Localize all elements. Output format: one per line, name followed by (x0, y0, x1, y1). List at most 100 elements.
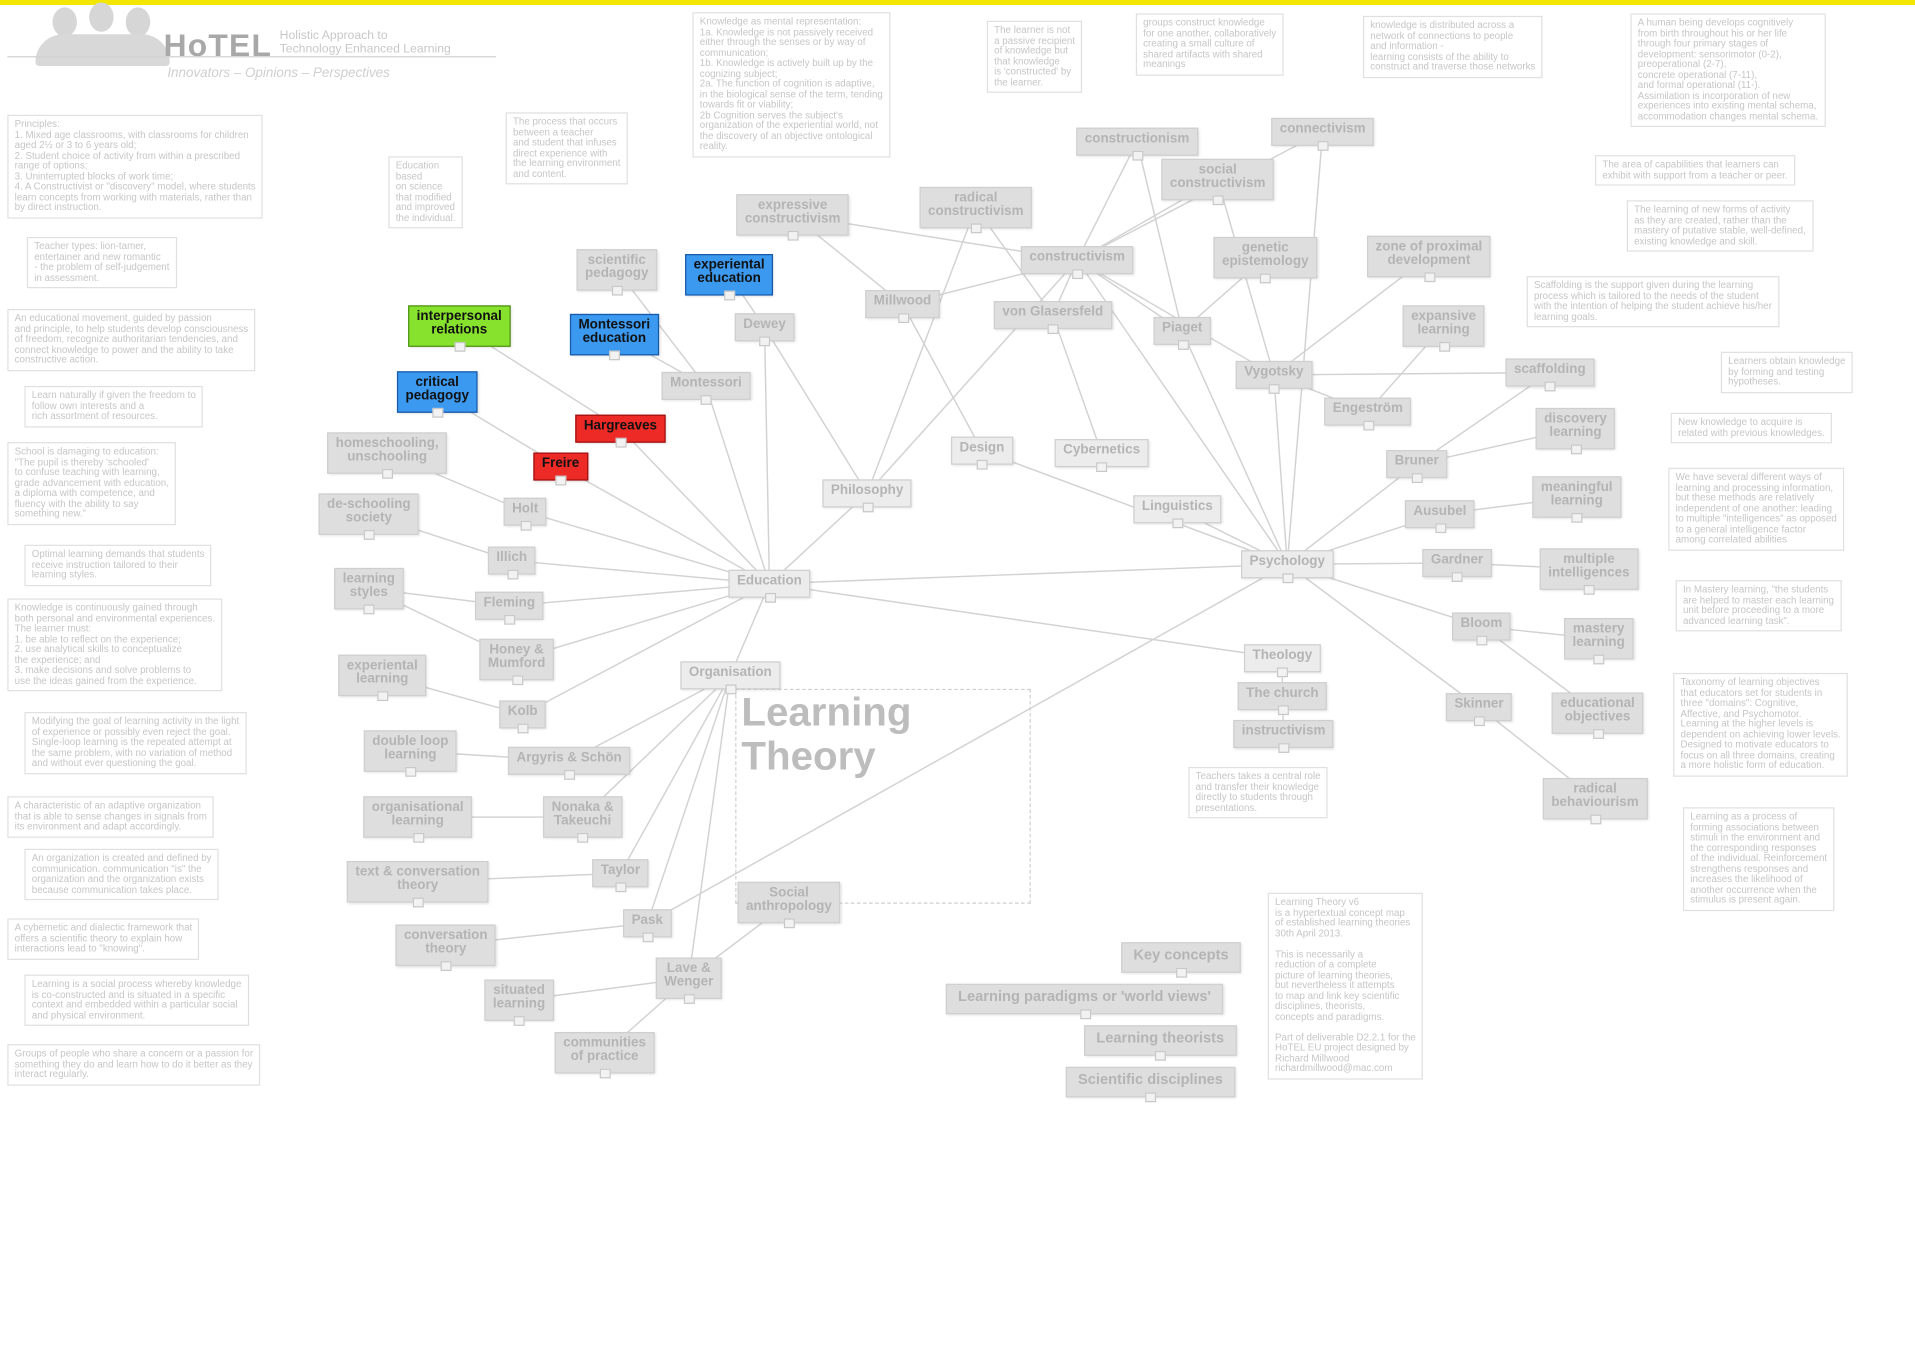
node-montessori[interactable]: Montessori (661, 371, 751, 405)
node-communities-of-practice[interactable]: communities of practice (554, 1031, 655, 1079)
link-education-illich (511, 559, 770, 585)
node-holt[interactable]: Holt (503, 497, 547, 531)
node-interpersonal-relations[interactable]: interpersonal relations (408, 305, 511, 352)
note-new-forms: The learning of new forms of activity as… (1626, 200, 1814, 252)
note-process-occurs: The process that occurs between a teache… (505, 112, 628, 185)
node-deschooling[interactable]: de-schooling society (318, 493, 420, 540)
node-radical-constructivism[interactable]: radical constructivism (919, 186, 1033, 234)
node-expansive-learning[interactable]: expansive learning (1402, 305, 1485, 352)
node-linguistics[interactable]: Linguistics (1133, 495, 1222, 529)
node-piaget[interactable]: Piaget (1153, 316, 1211, 350)
link-millwood-design (901, 303, 983, 452)
node-bruner[interactable]: Bruner (1386, 450, 1448, 484)
link-psychology-skinner (1286, 563, 1480, 708)
node-gardner[interactable]: Gardner (1422, 548, 1492, 582)
node-expressive-constructivism[interactable]: expressive constructivism (736, 194, 849, 241)
node-situated-learning[interactable]: situated learning (484, 979, 554, 1026)
node-organisation[interactable]: Organisation (680, 661, 781, 695)
note-mental-representation: Knowledge as mental representation: 1a. … (692, 12, 891, 157)
node-connectivism[interactable]: connectivism (1271, 117, 1375, 151)
node-the-church[interactable]: The church (1237, 682, 1328, 716)
note-about: Learning Theory v6 is a hypertextual con… (1267, 892, 1424, 1080)
node-experiential-education[interactable]: experiental education (685, 254, 774, 301)
node-text-conversation[interactable]: text & conversation theory (346, 861, 489, 908)
legend-item-4[interactable]: Scientific disciplines (1065, 1066, 1236, 1103)
node-bloom[interactable]: Bloom (1451, 612, 1511, 646)
legend-item-3[interactable]: Learning theorists (1084, 1025, 1237, 1061)
node-social-anthropology[interactable]: Social anthropology (737, 881, 841, 929)
note-teachers-central: Teachers takes a central role and transf… (1188, 766, 1328, 819)
node-social-constructivism[interactable]: social constructivism (1161, 158, 1274, 206)
node-honey-mumford[interactable]: Honey & Mumford (479, 638, 554, 686)
node-radical-behaviourism[interactable]: radical behaviourism (1542, 777, 1648, 825)
node-von-glasersfeld[interactable]: von Glasersfeld (993, 301, 1112, 335)
node-kolb[interactable]: Kolb (499, 700, 547, 734)
node-educational-objectives[interactable]: educational objectives (1551, 692, 1644, 739)
note-optimal-learning: Optimal learning demands that students r… (24, 544, 212, 586)
link-education-psychology (769, 563, 1288, 585)
node-theology[interactable]: Theology (1243, 644, 1321, 678)
node-hargreaves[interactable]: Hargreaves (575, 414, 666, 448)
node-constructivism[interactable]: constructivism (1020, 246, 1134, 280)
node-montessori-education[interactable]: Montessori education (569, 313, 659, 361)
link-organisation-taylor (619, 675, 731, 874)
link-philosophy-dewey (763, 326, 868, 494)
node-scaffolding[interactable]: scaffolding (1505, 358, 1595, 392)
node-constructionism[interactable]: constructionism (1076, 127, 1198, 161)
node-homeschooling[interactable]: homeschooling, unschooling (327, 432, 448, 479)
legend-item-1[interactable]: Key concepts (1121, 942, 1241, 978)
link-constructivism-constructionism (1076, 141, 1138, 261)
link-education-montessori (705, 385, 771, 585)
node-organisational-learning[interactable]: organisational learning (363, 796, 473, 843)
node-vygotsky[interactable]: Vygotsky (1235, 360, 1312, 394)
link-psychology-pask (646, 563, 1288, 924)
note-groups-construct: groups construct knowledge for one anoth… (1135, 13, 1284, 76)
node-learning-styles[interactable]: learning styles (334, 567, 404, 615)
node-nonaka-takeuchi[interactable]: Nonaka & Takeuchi (543, 796, 623, 843)
node-conversation-theory[interactable]: conversation theory (395, 924, 497, 971)
node-psychology[interactable]: Psychology (1240, 550, 1334, 584)
link-bruner-scaffolding (1416, 371, 1551, 465)
node-freire[interactable]: Freire (533, 452, 588, 486)
node-skinner[interactable]: Skinner (1445, 693, 1513, 727)
node-design[interactable]: Design (950, 436, 1013, 470)
node-meaningful-learning[interactable]: meaningful learning (1532, 476, 1622, 523)
node-ausubel[interactable]: Ausubel (1404, 500, 1475, 534)
node-education[interactable]: Education (728, 569, 811, 603)
node-lave-wenger[interactable]: Lave & Wenger (655, 957, 722, 1004)
node-discovery-learning[interactable]: discovery learning (1535, 407, 1616, 455)
node-taylor[interactable]: Taylor (592, 859, 649, 893)
link-education-theology (769, 583, 1283, 660)
node-mastery-learning[interactable]: mastery learning (1563, 617, 1634, 665)
brand-subtitle: Holistic Approach to Technology Enhanced… (279, 29, 451, 57)
note-montessori-principles: Principles: 1. Mixed age classrooms, wit… (7, 114, 263, 219)
node-dewey[interactable]: Dewey (734, 313, 795, 347)
hotel-logo (35, 2, 170, 66)
note-mastery: In Mastery learning, "the students are h… (1675, 580, 1842, 632)
node-argyris-schon[interactable]: Argyris & Schön (507, 746, 631, 780)
note-not-passive: The learner is not a passive recipient o… (986, 20, 1083, 93)
node-instructivism[interactable]: instructivism (1233, 719, 1334, 753)
node-experiental-learning[interactable]: experiental learning (338, 654, 427, 702)
legend-item-2[interactable]: Learning paradigms or 'world views' (945, 983, 1224, 1020)
link-von-glasersfeld-cybernetics (1052, 314, 1103, 454)
note-different-ways: We have several different ways of learni… (1668, 467, 1845, 551)
node-illich[interactable]: Illich (487, 546, 536, 580)
node-fleming[interactable]: Fleming (474, 591, 544, 625)
legend-title: Learning Theory (741, 688, 912, 778)
node-scientific-pedagogy[interactable]: scientific pedagogy (576, 249, 658, 296)
node-genetic-epistemology[interactable]: genetic epistemology (1213, 236, 1318, 284)
node-millwood[interactable]: Millwood (865, 290, 940, 324)
node-engestrom[interactable]: Engeström (1324, 397, 1412, 431)
note-learners-obtain: Learners obtain knowledge by forming and… (1720, 351, 1853, 393)
link-layer (368, 131, 1599, 1054)
node-multiple-intelligences[interactable]: multiple intelligences (1539, 548, 1639, 595)
node-double-loop[interactable]: double loop learning (363, 730, 457, 777)
node-cybernetics[interactable]: Cybernetics (1054, 439, 1149, 473)
node-critical-pedagogy[interactable]: critical pedagogy (396, 371, 478, 418)
note-adaptive-organization: A characteristic of an adaptive organiza… (7, 796, 215, 838)
node-pask[interactable]: Pask (623, 909, 672, 943)
node-zpd[interactable]: zone of proximal development (1366, 235, 1491, 283)
node-philosophy[interactable]: Philosophy (822, 479, 912, 513)
